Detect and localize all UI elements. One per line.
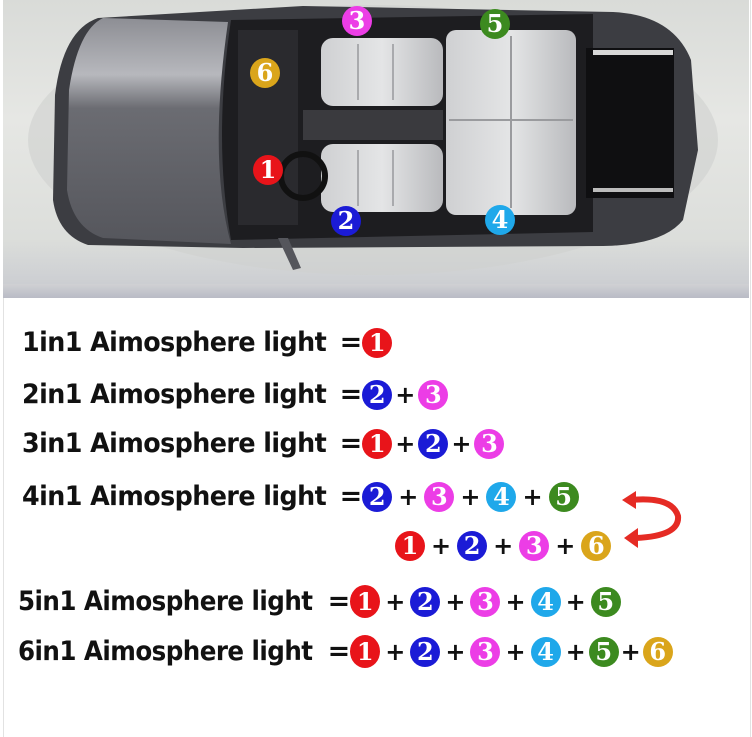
- plus-sign: +: [395, 429, 416, 458]
- plus-sign: +: [620, 637, 641, 666]
- equals-sign: =: [327, 586, 351, 617]
- formula-row-1in1: 1in1 Aimosphere light = 1: [22, 327, 393, 358]
- equals-sign: =: [339, 379, 363, 410]
- light-chip-2: 2: [410, 586, 441, 617]
- plus-sign: +: [431, 532, 452, 560]
- plus-sign: +: [445, 637, 466, 666]
- marker-badge-5: 5: [480, 9, 510, 39]
- light-chip-4: 4: [530, 636, 561, 667]
- plus-sign: +: [460, 482, 481, 511]
- light-chip-6: 6: [642, 636, 673, 667]
- plus-sign: +: [505, 637, 526, 666]
- equals-sign: =: [327, 636, 351, 667]
- formula-row-5in1: 5in1 Aimosphere light = 1 + 2 + 3 + 4 + …: [18, 585, 621, 618]
- light-chip-4: 4: [530, 586, 561, 617]
- light-chip-6: 6: [581, 531, 612, 561]
- light-chip-1: 1: [395, 531, 425, 561]
- formula-row-4in1: 4in1 Aimosphere light = 2 + 3 + 4 + 5: [22, 481, 579, 512]
- light-chip-5: 5: [588, 636, 619, 667]
- formula-label: 6in1 Aimosphere light: [18, 636, 313, 667]
- formula-row-3in1: 3in1 Aimosphere light = 1 + 2 + 3: [22, 428, 505, 459]
- light-chip-1: 1: [362, 428, 393, 459]
- plus-sign: +: [395, 380, 416, 409]
- light-chip-2: 2: [457, 531, 488, 561]
- photo-bottom-strip: [3, 284, 749, 298]
- light-chip-3: 3: [519, 531, 550, 561]
- light-chip-2: 2: [362, 481, 393, 512]
- marker-number: 1: [259, 155, 277, 184]
- plus-sign: +: [451, 429, 472, 458]
- formula-label: 1in1 Aimosphere light: [22, 327, 327, 358]
- image-frame: [3, 0, 751, 737]
- light-chip-4: 4: [486, 481, 517, 512]
- marker-number: 2: [337, 206, 355, 235]
- plus-sign: +: [555, 532, 576, 560]
- equals-sign: =: [339, 481, 363, 512]
- formula-row-6in1: 6in1 Aimosphere light = 1 + 2 + 3 + 4 + …: [18, 635, 673, 668]
- plus-sign: +: [522, 482, 543, 511]
- marker-badge-3: 3: [342, 6, 372, 36]
- marker-number: 6: [256, 58, 274, 87]
- formula-row-4in1-alternative: 1 + 2 + 3 + 6: [395, 531, 612, 561]
- formula-label: 4in1 Aimosphere light: [22, 481, 327, 512]
- light-chip-2: 2: [418, 428, 449, 459]
- light-chip-3: 3: [424, 481, 455, 512]
- marker-number: 5: [486, 9, 504, 38]
- curved-arrow-icon: [622, 491, 682, 548]
- marker-badge-1: 1: [253, 155, 283, 185]
- light-chip-3: 3: [470, 636, 501, 667]
- formula-label: 3in1 Aimosphere light: [22, 428, 327, 459]
- marker-number: 3: [348, 6, 366, 35]
- plus-sign: +: [385, 637, 406, 666]
- light-chip-3: 3: [474, 428, 505, 459]
- light-chip-3: 3: [418, 379, 449, 410]
- plus-sign: +: [385, 587, 406, 616]
- plus-sign: +: [398, 482, 419, 511]
- light-chip-5: 5: [590, 586, 621, 617]
- plus-sign: +: [493, 532, 514, 560]
- light-chip-2: 2: [410, 636, 441, 667]
- marker-badge-2: 2: [331, 206, 361, 236]
- formula-label: 5in1 Aimosphere light: [18, 586, 313, 617]
- plus-sign: +: [565, 637, 586, 666]
- car-illustration: [28, 5, 718, 275]
- light-chip-5: 5: [548, 481, 579, 512]
- car-top-view-photo: 1 2 3 4 5 6: [3, 0, 749, 298]
- plus-sign: +: [445, 587, 466, 616]
- light-chip-1: 1: [350, 585, 381, 618]
- plus-sign: +: [565, 587, 586, 616]
- equals-sign: =: [339, 428, 363, 459]
- equals-sign: =: [339, 327, 363, 358]
- light-chip-1: 1: [362, 327, 393, 358]
- marker-badge-4: 4: [485, 205, 515, 235]
- light-chip-1: 1: [350, 635, 381, 668]
- light-chip-3: 3: [470, 586, 501, 617]
- marker-number: 4: [491, 205, 509, 234]
- marker-badge-6: 6: [250, 58, 280, 88]
- light-chip-2: 2: [362, 379, 393, 410]
- formula-label: 2in1 Aimosphere light: [22, 379, 327, 410]
- plus-sign: +: [505, 587, 526, 616]
- formula-row-2in1: 2in1 Aimosphere light = 2 + 3: [22, 379, 449, 410]
